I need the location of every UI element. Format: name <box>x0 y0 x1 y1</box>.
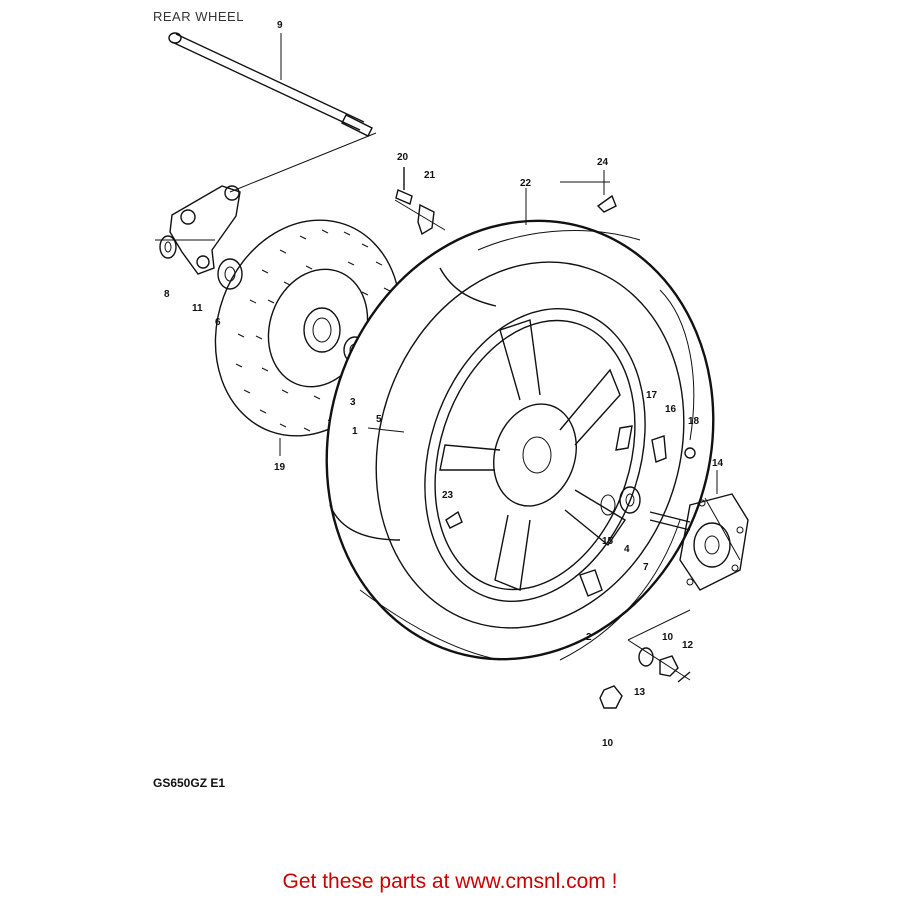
bolt-20 <box>395 167 413 205</box>
collar-8 <box>159 235 177 259</box>
callout-19: 19 <box>274 462 286 473</box>
callout-13: 13 <box>634 687 646 698</box>
callout-17: 17 <box>646 390 658 401</box>
retaining-ring-15 <box>600 494 616 516</box>
callout-7: 7 <box>643 562 649 573</box>
callout-2: 2 <box>586 632 592 643</box>
callout-4: 4 <box>624 544 630 555</box>
callout-3: 3 <box>350 397 356 408</box>
torque-bracket <box>169 185 241 275</box>
model-code: GS650GZ E1 <box>153 776 226 790</box>
callout-6: 6 <box>215 317 221 328</box>
callout-labels: 9 20 21 22 24 8 11 6 3 5 1 19 17 16 18 1… <box>164 20 724 749</box>
page-title: REAR WHEEL <box>153 9 244 24</box>
wheel-rim <box>367 307 646 603</box>
nut-10-upper <box>659 655 679 677</box>
callout-22: 22 <box>520 178 532 189</box>
callout-15: 15 <box>602 536 614 547</box>
callout-10-lower: 10 <box>602 738 614 749</box>
valve-cap-24 <box>596 170 617 213</box>
sprocket-hub-14 <box>649 470 749 591</box>
callout-14: 14 <box>712 458 724 469</box>
callout-8: 8 <box>164 289 170 300</box>
washer-13 <box>638 647 654 667</box>
callout-23: 23 <box>442 490 454 501</box>
callout-20: 20 <box>397 152 409 163</box>
callout-18: 18 <box>688 416 700 427</box>
bearing-4 <box>619 486 641 514</box>
chain-adjuster-17-16 <box>615 425 667 463</box>
valve-23 <box>445 510 463 529</box>
callout-5: 5 <box>376 414 382 425</box>
clip-21 <box>417 203 435 236</box>
callout-12: 12 <box>682 640 694 651</box>
cotter-pin-12 <box>677 671 691 683</box>
callout-11: 11 <box>192 303 203 314</box>
rear-axle <box>168 32 373 137</box>
cushion-2 <box>579 569 603 597</box>
callout-16: 16 <box>665 404 677 415</box>
spacer-6 <box>217 258 243 290</box>
cotter-pin-18 <box>684 447 696 459</box>
tyre <box>325 188 715 661</box>
assembly-guide-lines <box>155 132 741 681</box>
callout-1: 1 <box>352 426 358 437</box>
callout-21: 21 <box>424 170 436 181</box>
axle-nut-10 <box>599 685 623 709</box>
footer-link-text[interactable]: Get these parts at www.cmsnl.com ! <box>282 870 618 893</box>
callout-24: 24 <box>597 157 609 168</box>
callout-9: 9 <box>277 20 283 31</box>
callout-10-upper: 10 <box>662 632 674 643</box>
